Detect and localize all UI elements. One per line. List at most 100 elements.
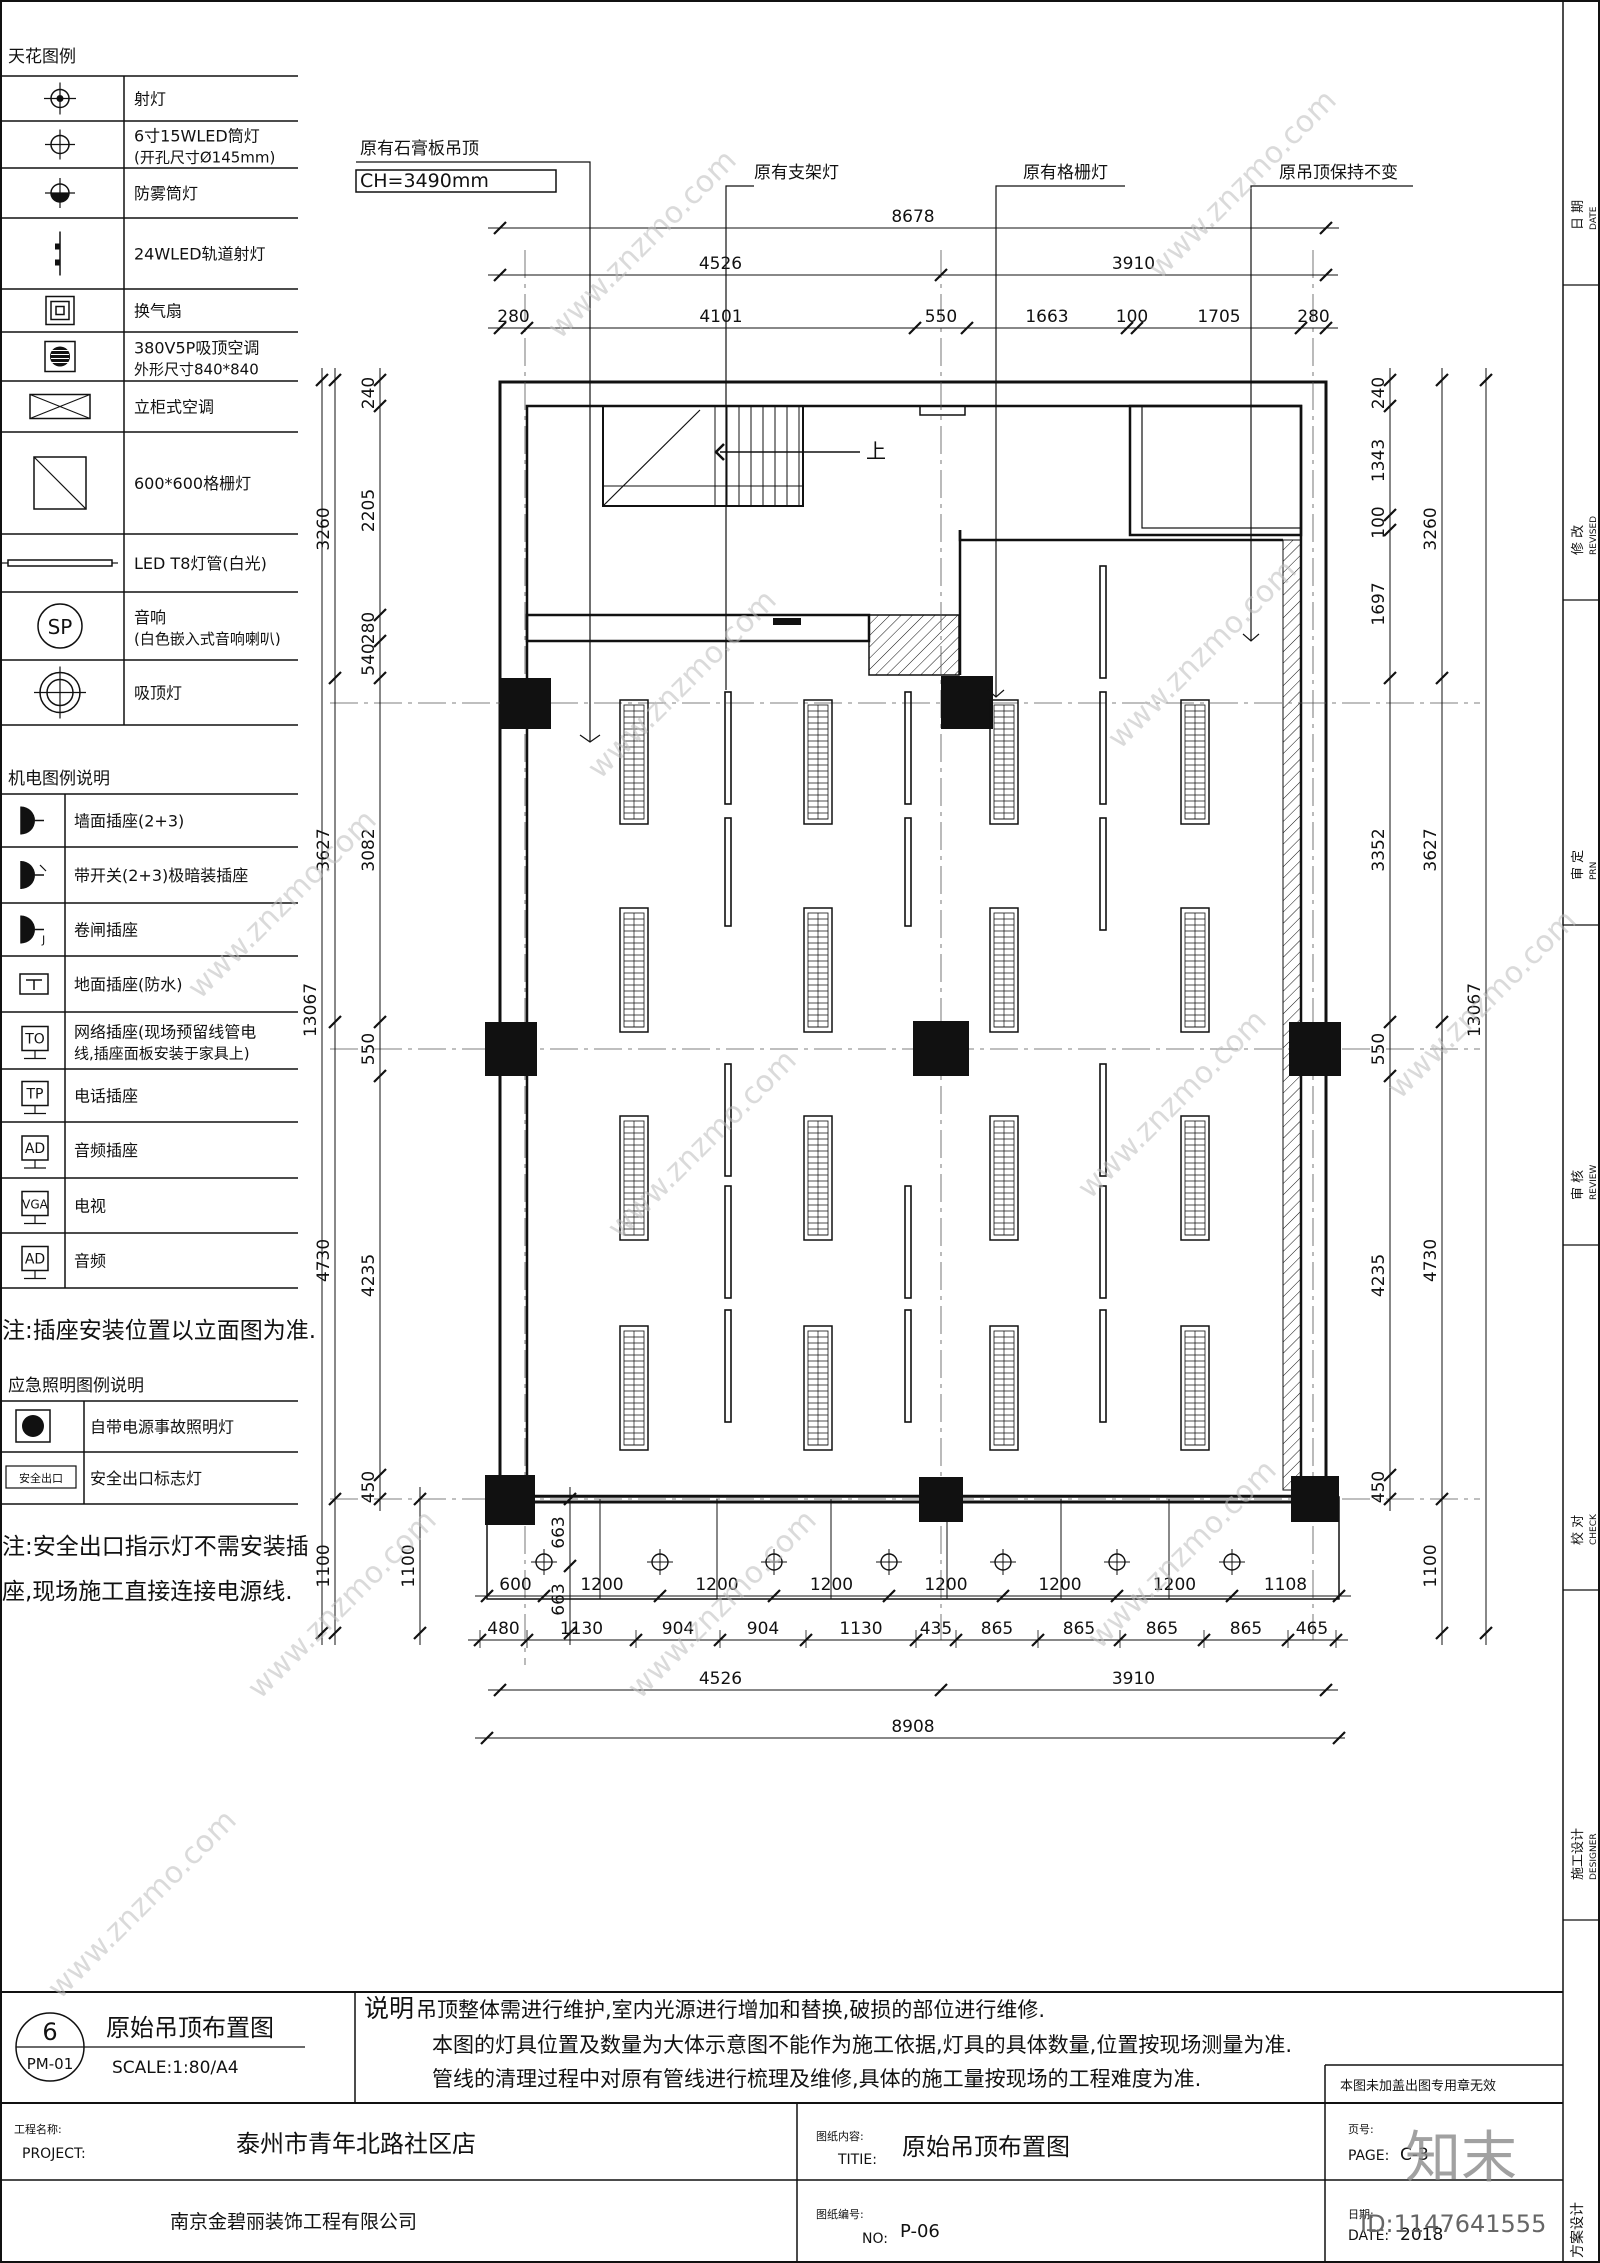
dim-tick bbox=[373, 634, 387, 648]
legend-label: 6寸15WLED筒灯 bbox=[134, 127, 260, 146]
downlight-icon bbox=[647, 1549, 673, 1575]
grille-light-leader-arrow-icon bbox=[987, 689, 1005, 698]
stair-steps bbox=[603, 406, 803, 506]
dim-label: 865 bbox=[1063, 1619, 1095, 1639]
dim-label: 1100 bbox=[314, 1544, 334, 1587]
no-label: 图纸编号: bbox=[816, 2207, 864, 2221]
grille-light bbox=[619, 1325, 649, 1451]
dim-label: 3352 bbox=[1369, 828, 1389, 871]
grille-frame bbox=[803, 907, 833, 1033]
grille-light bbox=[619, 699, 649, 825]
drawing-code: P-06 bbox=[900, 2221, 940, 2242]
phone-socket-icon: TP bbox=[21, 1080, 49, 1115]
legend-note-exit-1: 注:安全出口指示灯不需安装插 bbox=[2, 1534, 309, 1560]
hatched-wall bbox=[868, 614, 960, 676]
dim-tick bbox=[1130, 321, 1144, 335]
dim-label: 4730 bbox=[1421, 1239, 1441, 1282]
callouts: 原有石膏板吊顶 CH=3490mm 原有支架灯 原有格栅灯 原吊顶保持不变 bbox=[355, 138, 1413, 743]
tube-light bbox=[904, 817, 912, 927]
grille-frame bbox=[619, 699, 649, 825]
structural-columns bbox=[485, 676, 1341, 1525]
tube-light bbox=[1099, 691, 1107, 805]
dim-label: 4235 bbox=[359, 1254, 379, 1297]
dim-tick bbox=[1435, 671, 1449, 685]
dim-label: 1200 bbox=[1038, 1575, 1081, 1595]
legend-emergency-title: 应急照明图例说明 bbox=[8, 1376, 144, 1396]
dim-tick bbox=[996, 1589, 1010, 1603]
grille-light bbox=[989, 1325, 1019, 1451]
dim-tick bbox=[1435, 1492, 1449, 1506]
socket-text: TP bbox=[26, 1087, 44, 1103]
company-name: 南京金碧丽装饰工程有限公司 bbox=[170, 2211, 417, 2233]
grille-light bbox=[803, 1325, 833, 1451]
watermark-text: www.znzmo.com bbox=[181, 803, 384, 1006]
strip-label-cn: 审 定 bbox=[1571, 850, 1586, 880]
staircase: 上 bbox=[602, 405, 886, 507]
watermark-text: www.znzmo.com bbox=[581, 583, 784, 786]
legend-label: 24WLED轨道射灯 bbox=[134, 245, 266, 264]
dim-label: 3627 bbox=[314, 828, 334, 871]
project-name: 泰州市青年北路社区店 bbox=[236, 2130, 476, 2158]
tube-light bbox=[724, 1063, 732, 1177]
grille-frame bbox=[803, 1115, 833, 1241]
socket-text: TO bbox=[24, 1032, 45, 1048]
floor-socket-mark bbox=[26, 979, 42, 990]
dim-label: 1130 bbox=[839, 1619, 882, 1639]
column bbox=[913, 1021, 969, 1076]
strip-label-en: REVISED bbox=[1589, 516, 1599, 555]
legend-label: 立柜式空调 bbox=[134, 398, 214, 417]
legend-label: 600*600格栅灯 bbox=[134, 474, 251, 493]
spotlight-icon bbox=[44, 82, 76, 115]
dim-tick bbox=[1383, 523, 1397, 537]
grille-lights bbox=[619, 699, 1210, 1451]
dim-label: 3082 bbox=[359, 828, 379, 871]
watermark-text: www.znzmo.com bbox=[1101, 553, 1304, 756]
dim-tick bbox=[480, 1589, 494, 1603]
dim-label: 280 bbox=[497, 307, 529, 327]
dim-label: 663 bbox=[549, 1583, 569, 1615]
grille-light bbox=[803, 907, 833, 1033]
fan-outer bbox=[45, 295, 75, 326]
dim-tick bbox=[328, 1492, 342, 1506]
dim-label: 13067 bbox=[1465, 983, 1485, 1037]
gypsum-leader-arrow-icon bbox=[579, 734, 601, 743]
dim-label: 1100 bbox=[399, 1544, 419, 1587]
dim-tick bbox=[1383, 1015, 1397, 1029]
tube-light bbox=[724, 1309, 732, 1423]
dim-label: 13067 bbox=[301, 983, 321, 1037]
dim-tick bbox=[373, 399, 387, 413]
axis-grid-lines bbox=[330, 250, 1480, 1665]
page-number: C-3 bbox=[1400, 2145, 1429, 2165]
dim-label: 3260 bbox=[314, 507, 334, 550]
gypsum-leader bbox=[356, 161, 591, 742]
floor-socket-box bbox=[19, 973, 49, 995]
dim-label: 1100 bbox=[1421, 1544, 1441, 1587]
dim-tick bbox=[480, 1731, 494, 1745]
stamp-note: 本图未加盖出图专用章无效 bbox=[1340, 2078, 1496, 2094]
grille-light bbox=[1180, 699, 1210, 825]
grille-light bbox=[803, 699, 833, 825]
grille-light bbox=[1180, 1325, 1210, 1451]
dim-tick bbox=[1319, 321, 1333, 335]
dim-label: 663 bbox=[549, 1516, 569, 1548]
upper-right-room-inner bbox=[1141, 405, 1302, 529]
dim-tick bbox=[1383, 508, 1397, 522]
strip-label-cn: 修 改 bbox=[1571, 525, 1586, 555]
dim-tick bbox=[563, 1492, 577, 1506]
tube-lights bbox=[724, 565, 1107, 1423]
title-label: 图纸内容: bbox=[816, 2129, 864, 2143]
note-2: 本图的灯具位置及数量为大体示意图不能作为施工依据,灯具的具体数量,位置按现场测量… bbox=[432, 2033, 1292, 2057]
grille-frame bbox=[803, 1325, 833, 1451]
grille-frame bbox=[989, 1115, 1019, 1241]
floor-ac-diag bbox=[29, 394, 91, 419]
dim-label: 4235 bbox=[1369, 1254, 1389, 1297]
dim-label: 904 bbox=[747, 1619, 779, 1639]
legend-label: 吸顶灯 bbox=[134, 684, 182, 703]
outer-wall bbox=[498, 380, 1328, 1504]
track-head bbox=[55, 243, 60, 250]
legend-label: 带开关(2+3)极暗装插座 bbox=[74, 866, 248, 885]
dim-tick bbox=[1479, 1626, 1493, 1640]
dim-label: 450 bbox=[1369, 1471, 1389, 1503]
